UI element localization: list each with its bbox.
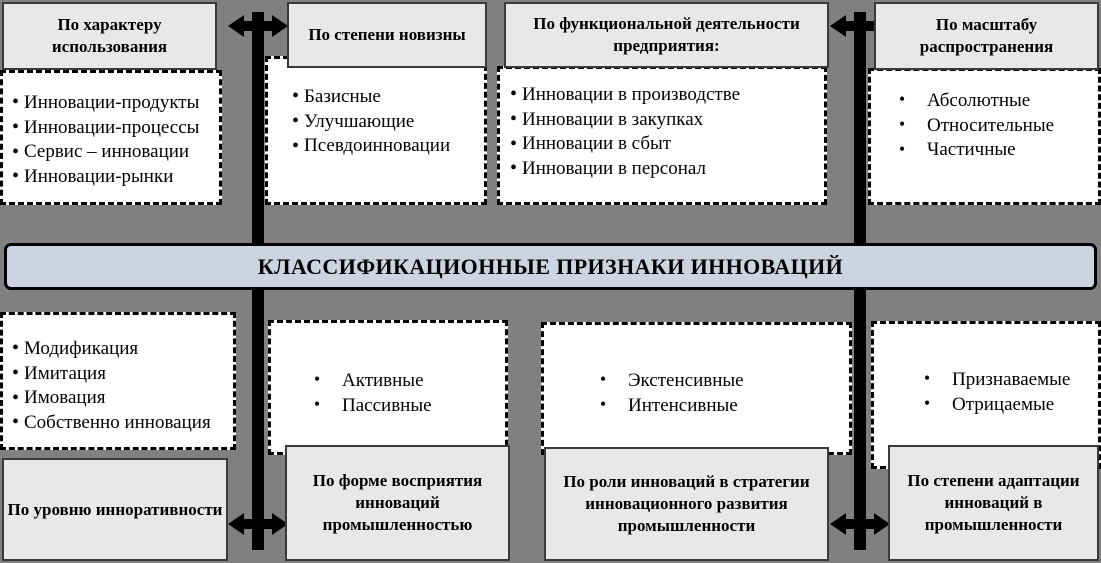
header-label: По степени новизны bbox=[308, 25, 466, 45]
list-item: Сервис – инновации bbox=[11, 140, 219, 166]
list-item: Признаваемые bbox=[906, 367, 1098, 393]
header-label: По форме восприятия инноваций промышленн… bbox=[312, 471, 483, 534]
list-item: Базисные bbox=[291, 84, 484, 110]
list-item: Инновации в закупках bbox=[509, 107, 824, 133]
double-arrow-icon bbox=[228, 513, 288, 535]
list-item: Инновации-продукты bbox=[11, 90, 219, 116]
header-label: По роли инноваций в стратегии инновацион… bbox=[563, 472, 810, 535]
header-box-top-1[interactable]: По характеру использования bbox=[2, 2, 217, 70]
list-item: Абсолютные bbox=[881, 88, 1098, 114]
header-box-bottom-2[interactable]: По форме восприятия инноваций промышленн… bbox=[285, 445, 510, 561]
list-item: Улучшающие bbox=[291, 109, 484, 135]
header-label: По масштабу распространения bbox=[919, 15, 1054, 56]
header-box-bottom-1[interactable]: По уровню инноративности bbox=[2, 458, 228, 561]
connector-stem bbox=[854, 288, 866, 550]
list-box-top-3: Инновации в производстве Инновации в зак… bbox=[497, 66, 827, 205]
header-label: По степени адаптации инноваций в промышл… bbox=[907, 471, 1080, 534]
connector-stem bbox=[854, 12, 866, 246]
list-box-bottom-1: Модификация Имитация Имовация Собственно… bbox=[0, 312, 236, 450]
list-box-top-4: Абсолютные Относительные Частичные bbox=[868, 68, 1101, 205]
list-item: Инновации в персонал bbox=[509, 156, 824, 182]
list-item: Инновации в сбыт bbox=[509, 132, 824, 158]
list-item: Псевдоинновации bbox=[291, 134, 484, 160]
connector-stem bbox=[252, 288, 264, 550]
list-item: Инновации-процессы bbox=[11, 115, 219, 141]
list-item: Интенсивные bbox=[582, 393, 849, 419]
list-box-top-2: Базисные Улучшающие Псевдоинновации bbox=[265, 56, 487, 205]
top-left-connector bbox=[228, 12, 288, 246]
list-item: Активные bbox=[296, 368, 505, 394]
list-box-bottom-2: Активные Пассивные bbox=[268, 320, 508, 455]
list-item: Пассивные bbox=[296, 393, 505, 419]
list-box-bottom-3: Экстенсивные Интенсивные bbox=[541, 322, 852, 455]
header-box-top-4[interactable]: По масштабу распространения bbox=[874, 2, 1099, 70]
list-item: Имовация bbox=[11, 386, 233, 412]
header-box-bottom-4[interactable]: По степени адаптации инноваций в промышл… bbox=[888, 445, 1099, 561]
list-item: Инновации в производстве bbox=[509, 82, 824, 108]
list-box-top-1: Инновации-продукты Инновации-процессы Се… bbox=[0, 70, 222, 205]
list-item: Отрицаемые bbox=[906, 392, 1098, 418]
bottom-left-connector bbox=[228, 288, 288, 550]
list-box-bottom-4: Признаваемые Отрицаемые bbox=[871, 321, 1101, 469]
list-item: Относительные bbox=[881, 113, 1098, 139]
double-arrow-icon bbox=[830, 513, 890, 535]
center-banner[interactable]: КЛАССИФИКАЦИОННЫЕ ПРИЗНАКИ ИННОВАЦИЙ bbox=[4, 243, 1097, 290]
header-box-bottom-3[interactable]: По роли инноваций в стратегии инновацион… bbox=[544, 447, 829, 561]
list-item: Имитация bbox=[11, 361, 233, 387]
connector-stem bbox=[252, 12, 264, 246]
list-item: Собственно инновация bbox=[11, 410, 233, 436]
header-box-top-2[interactable]: По степени новизны bbox=[287, 2, 487, 68]
center-banner-label: КЛАССИФИКАЦИОННЫЕ ПРИЗНАКИ ИННОВАЦИЙ bbox=[257, 253, 844, 279]
list-item: Экстенсивные bbox=[582, 368, 849, 394]
list-item: Частичные bbox=[881, 138, 1098, 163]
header-label: По характеру использования bbox=[51, 15, 168, 56]
double-arrow-icon bbox=[228, 15, 288, 37]
bottom-right-connector bbox=[830, 288, 890, 550]
header-label: По функциональной деятельности предприят… bbox=[533, 14, 800, 55]
header-label: По уровню инноративности bbox=[7, 499, 223, 519]
header-box-top-3[interactable]: По функциональной деятельности предприят… bbox=[504, 2, 829, 68]
list-item: Инновации-рынки bbox=[11, 164, 219, 190]
list-item: Модификация bbox=[11, 336, 233, 362]
